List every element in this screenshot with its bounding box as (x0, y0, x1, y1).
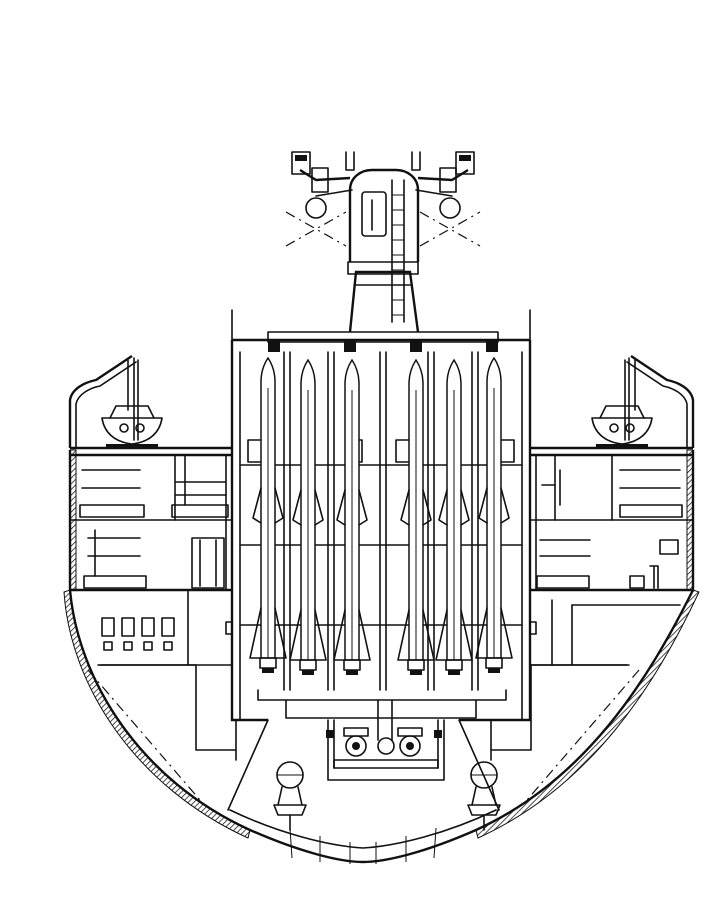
starboard-davit (625, 356, 693, 448)
starboard-lifeboat (591, 405, 653, 449)
starboard-shaft (467, 761, 501, 816)
port-portholes (102, 618, 174, 650)
port-bunks (80, 455, 228, 588)
missile-3 (333, 359, 371, 676)
port-davit (70, 356, 138, 448)
missile-5 (435, 359, 473, 676)
port-deckhouse (70, 356, 232, 665)
ladder (392, 180, 404, 322)
hull (64, 450, 699, 864)
pump-units (326, 700, 442, 756)
engine-room (326, 700, 444, 780)
port-lifeboat (101, 405, 163, 449)
starboard-deckhouse (530, 356, 693, 665)
missile-2 (289, 359, 327, 676)
port-shaft (273, 761, 307, 816)
launcher-mount (286, 152, 480, 332)
starboard-bunks (537, 470, 682, 588)
